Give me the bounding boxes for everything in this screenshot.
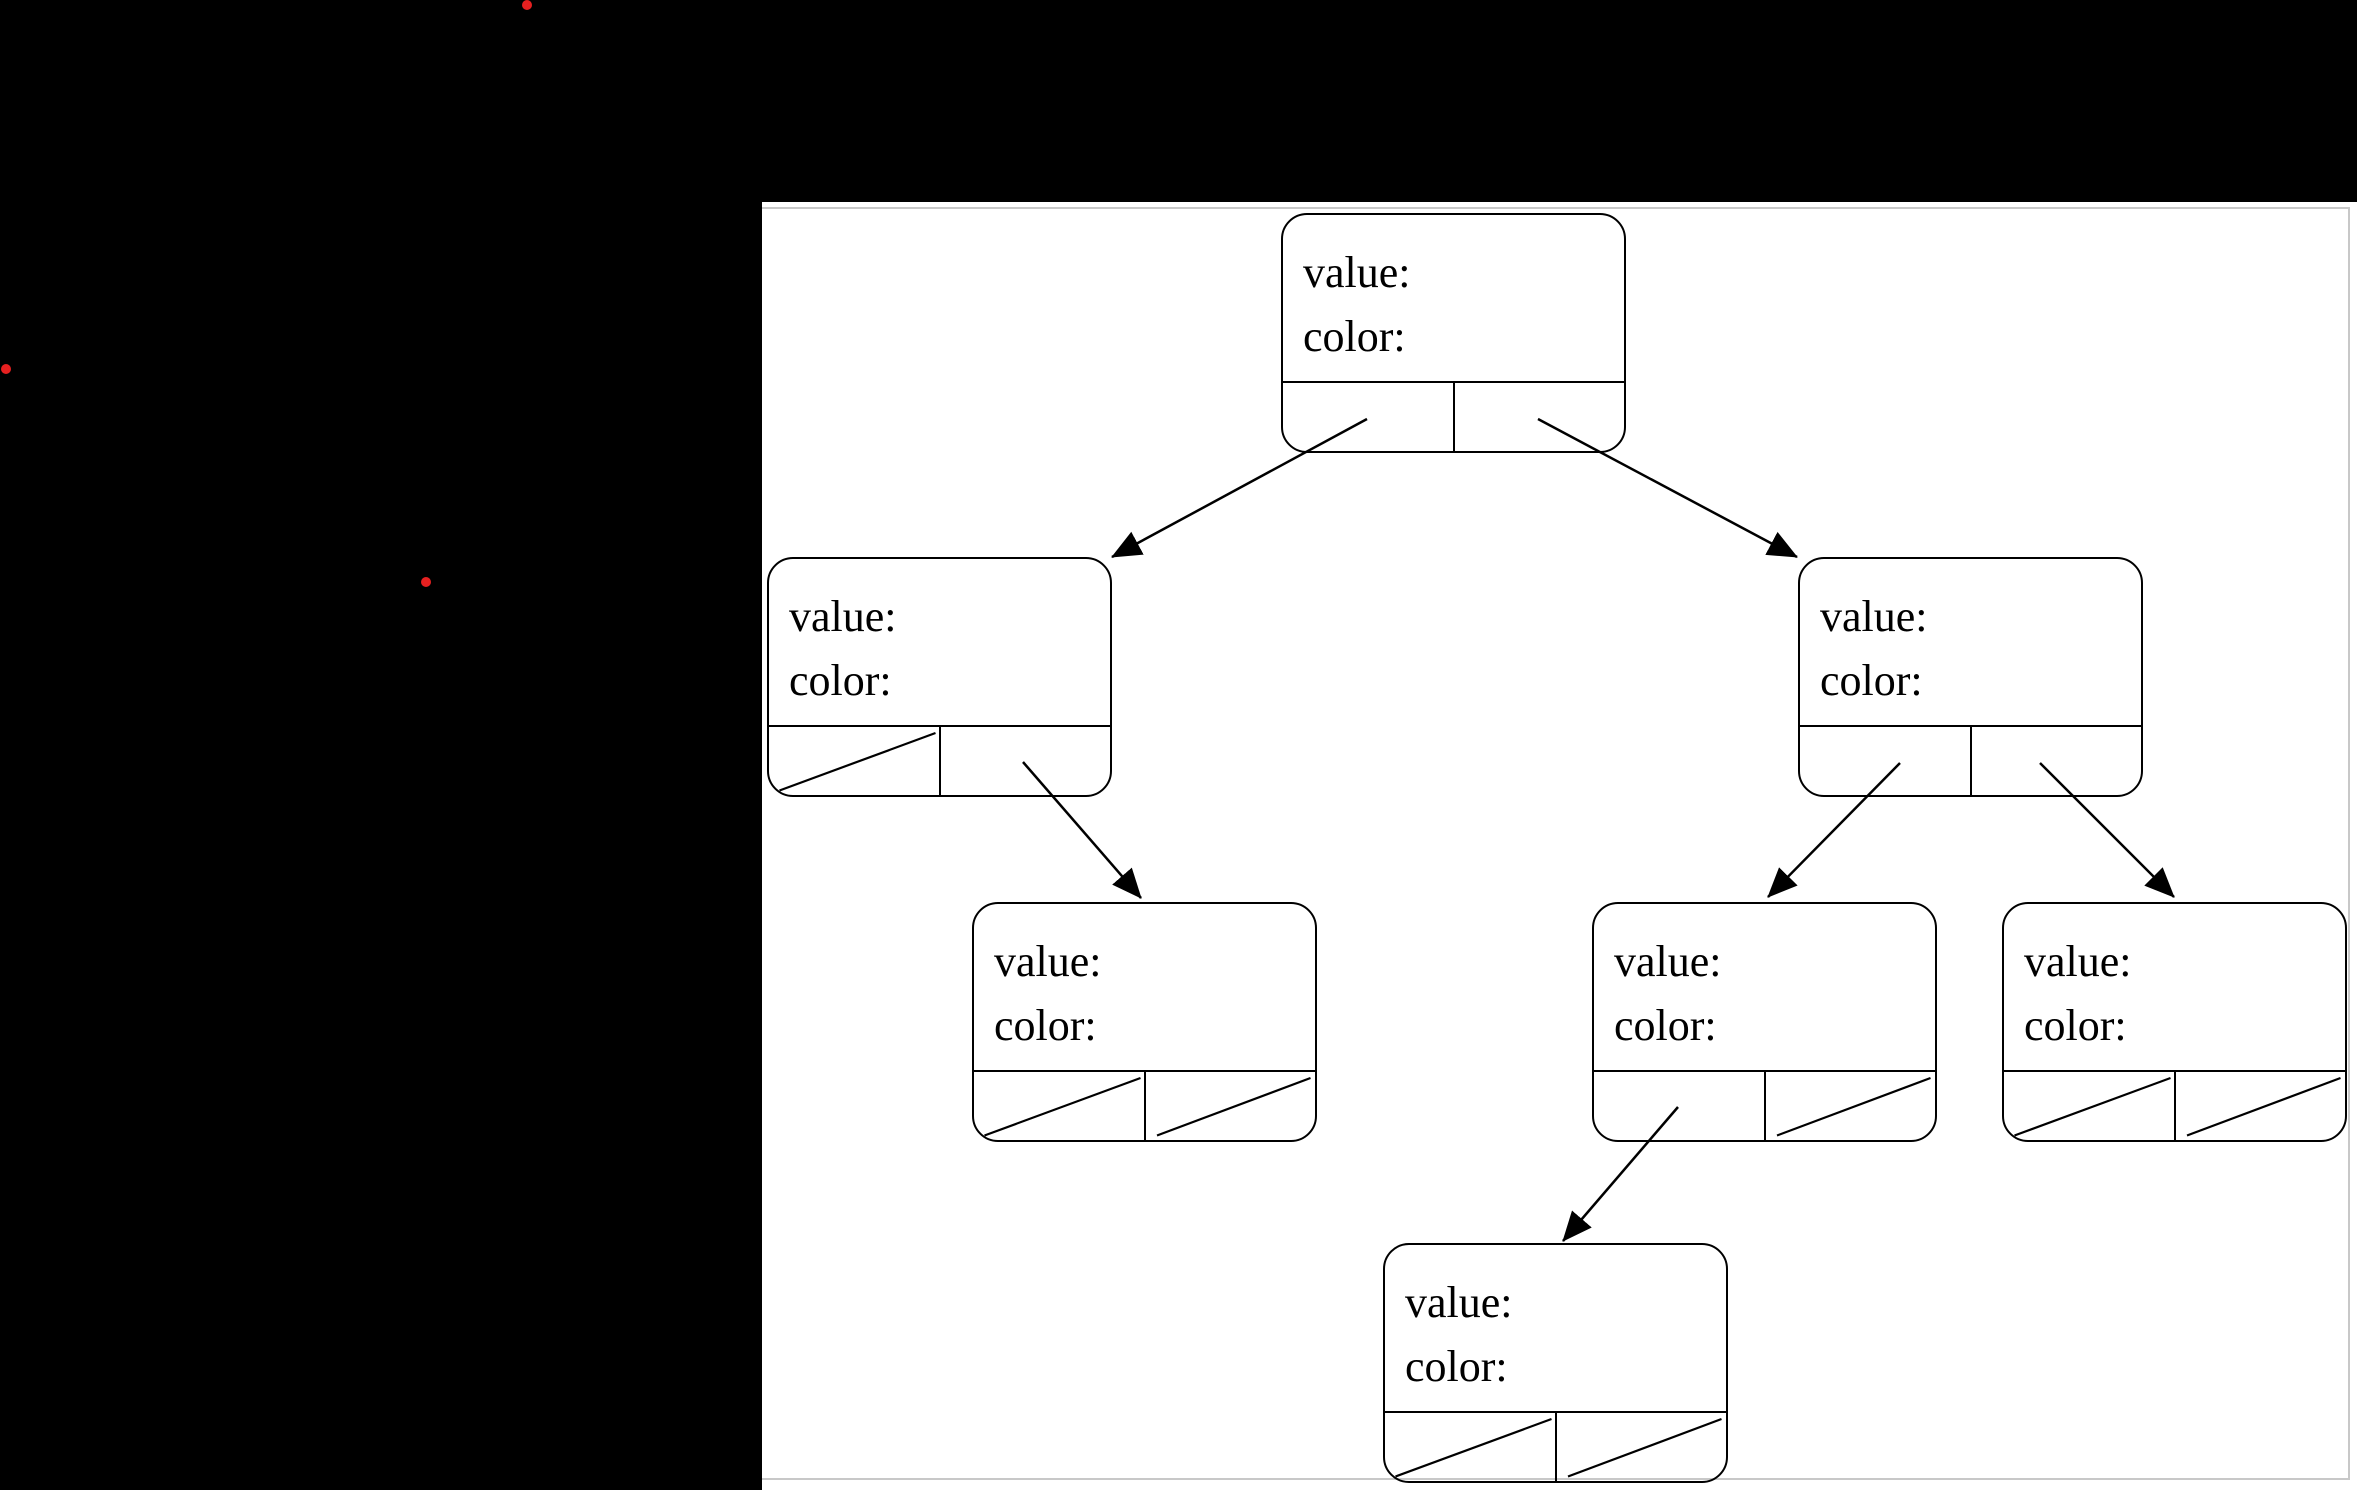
node-fields: value: color:: [1594, 904, 1935, 1071]
right-child-pointer-cell: [1763, 1072, 1936, 1140]
tree-node-left-right-grandchild: value: color:: [972, 902, 1317, 1142]
value-field: value:: [1303, 241, 1624, 305]
node-fields: value: color:: [1800, 559, 2141, 726]
color-label: color:: [2024, 1001, 2127, 1050]
color-label: color:: [1820, 656, 1923, 705]
value-field: value:: [1405, 1271, 1726, 1335]
tree-node-left-child: value: color:: [767, 557, 1112, 797]
left-child-pointer-cell: [974, 1072, 1144, 1140]
right-child-pointer-cell: [1452, 383, 1625, 451]
color-field: color:: [1303, 305, 1624, 369]
value-field: value:: [1820, 585, 2141, 649]
color-field: color:: [994, 994, 1315, 1058]
right-child-pointer-cell: [1143, 1072, 1316, 1140]
value-field: value:: [1614, 930, 1935, 994]
value-label: value:: [1303, 248, 1411, 297]
value-label: value:: [789, 592, 897, 641]
left-child-pointer-cell: [769, 727, 939, 795]
pointer-row: [1800, 725, 2141, 795]
left-child-pointer-cell: [1800, 727, 1970, 795]
left-child-pointer-cell: [2004, 1072, 2174, 1140]
node-fields: value: color:: [1283, 215, 1624, 382]
color-label: color:: [789, 656, 892, 705]
color-field: color:: [789, 649, 1110, 713]
tree-node-root: value: color:: [1281, 213, 1626, 453]
pointer-row: [769, 725, 1110, 795]
pointer-row: [1594, 1070, 1935, 1140]
right-child-pointer-cell: [2173, 1072, 2346, 1140]
color-label: color:: [994, 1001, 1097, 1050]
right-child-pointer-cell: [1554, 1413, 1727, 1481]
left-child-pointer-cell: [1283, 383, 1453, 451]
value-field: value:: [789, 585, 1110, 649]
color-field: color:: [1405, 1335, 1726, 1399]
color-field: color:: [2024, 994, 2345, 1058]
value-field: value:: [994, 930, 1315, 994]
tree-node-right-right-grandchild: value: color:: [2002, 902, 2347, 1142]
left-child-pointer-cell: [1594, 1072, 1764, 1140]
pointer-row: [2004, 1070, 2345, 1140]
pointer-row: [974, 1070, 1315, 1140]
color-label: color:: [1303, 312, 1406, 361]
value-field: value:: [2024, 930, 2345, 994]
color-field: color:: [1820, 649, 2141, 713]
node-fields: value: color:: [769, 559, 1110, 726]
pointer-row: [1385, 1411, 1726, 1481]
value-label: value:: [994, 937, 1102, 986]
pointer-row: [1283, 381, 1624, 451]
red-marker-dot: [1, 364, 11, 374]
red-marker-dot: [421, 577, 431, 587]
tree-node-bottom: value: color:: [1383, 1243, 1728, 1483]
right-child-pointer-cell: [1969, 727, 2142, 795]
left-child-pointer-cell: [1385, 1413, 1555, 1481]
node-fields: value: color:: [974, 904, 1315, 1071]
value-label: value:: [1405, 1278, 1513, 1327]
tree-node-right-left-grandchild: value: color:: [1592, 902, 1937, 1142]
color-label: color:: [1614, 1001, 1717, 1050]
right-child-pointer-cell: [938, 727, 1111, 795]
color-label: color:: [1405, 1342, 1508, 1391]
node-fields: value: color:: [2004, 904, 2345, 1071]
node-fields: value: color:: [1385, 1245, 1726, 1412]
value-label: value:: [1820, 592, 1928, 641]
tree-node-right-child: value: color:: [1798, 557, 2143, 797]
value-label: value:: [2024, 937, 2132, 986]
color-field: color:: [1614, 994, 1935, 1058]
red-marker-dot: [522, 0, 532, 10]
value-label: value:: [1614, 937, 1722, 986]
